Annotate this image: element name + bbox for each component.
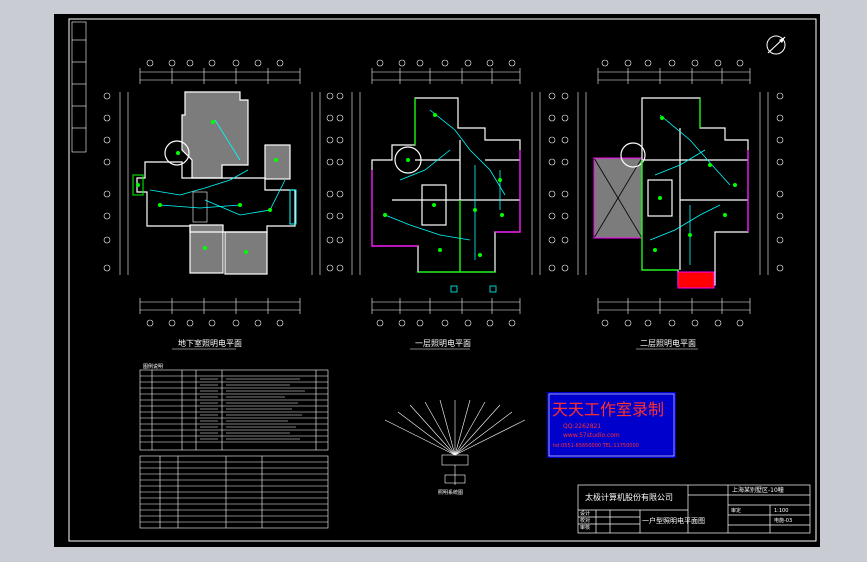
plan-second-roof bbox=[593, 157, 643, 239]
north-arrow-icon bbox=[766, 35, 786, 55]
plan-basement-dims-bottom bbox=[139, 298, 301, 327]
drawing-name: 一户型照明电平面图 bbox=[642, 516, 705, 525]
stamp-line2: www.57studio.com bbox=[563, 432, 620, 439]
revision-column bbox=[71, 21, 87, 153]
cable-table bbox=[139, 455, 329, 529]
plan-second-red-room bbox=[677, 271, 715, 289]
plan-ground-title: 一层照明电平面 bbox=[415, 338, 471, 348]
project-name: 上海某别墅区-10幢 bbox=[732, 486, 784, 494]
plan-basement-title: 地下室照明电平面 bbox=[178, 338, 242, 348]
plan-second-colored-walls bbox=[641, 98, 749, 271]
plan-ground-fixtures bbox=[383, 113, 504, 257]
riser-diagram bbox=[384, 399, 526, 485]
sheet-border bbox=[68, 18, 817, 542]
row-label-design: 设计 bbox=[580, 510, 590, 517]
plan-second-dims-bottom bbox=[597, 298, 751, 327]
row-label-review: 审核 bbox=[580, 524, 590, 531]
plan-ground-dims-bottom bbox=[371, 298, 521, 327]
stamp-title: 天天工作室录制 bbox=[552, 400, 664, 419]
plan-second-title: 二层照明电平面 bbox=[640, 338, 696, 348]
legend-table bbox=[139, 369, 329, 451]
title-block bbox=[577, 484, 811, 534]
plan-second-round-balcony bbox=[620, 142, 646, 168]
plan-ground-entry-marker bbox=[450, 285, 458, 293]
plan-second-dims-right bbox=[759, 92, 784, 275]
plan-basement-fixtures bbox=[136, 120, 278, 254]
plan-second-wiring bbox=[649, 114, 731, 265]
plan-second-floor: 二层照明电平面 bbox=[561, 59, 784, 350]
row-label-check: 校对 bbox=[580, 517, 590, 524]
sheet-number: 电施-03 bbox=[774, 517, 792, 524]
plan-ground-entry-marker-2 bbox=[489, 285, 497, 293]
row-label-approve: 审定 bbox=[731, 507, 741, 514]
legend-table-entries bbox=[200, 378, 305, 440]
plan-ground-dims-left bbox=[336, 92, 361, 275]
plan-basement-axis-bubbles-top bbox=[146, 59, 284, 67]
plan-ground-floor: 一层照明电平面 bbox=[336, 59, 556, 350]
plan-basement-dims-left bbox=[103, 92, 129, 275]
plan-ground-wiring bbox=[384, 109, 506, 260]
plan-basement-dims-right bbox=[311, 92, 334, 275]
company-name: 太极计算机股份有限公司 bbox=[585, 492, 673, 502]
plan-ground-colored-walls bbox=[371, 98, 521, 273]
plan-ground-dims-right bbox=[531, 92, 556, 275]
plan-basement-rooms bbox=[132, 91, 297, 275]
plan-basement: 地下室照明电平面 bbox=[103, 59, 334, 350]
stamp-line3: tel:0551-65650000 TEL:11750000 bbox=[553, 443, 639, 449]
plan-basement-dims-top bbox=[139, 68, 301, 84]
plan-second-fixtures bbox=[653, 116, 737, 252]
stamp-line1: QQ:2262821 bbox=[563, 423, 601, 430]
watermark-stamp: 天天工作室录制 QQ:2262821 www.57studio.com tel:… bbox=[547, 392, 676, 458]
scale-value: 1:100 bbox=[774, 508, 788, 514]
plan-second-dims-left bbox=[561, 92, 587, 275]
riser-label: 照明系统图 bbox=[438, 489, 463, 496]
plan-ground-dims-top bbox=[371, 59, 521, 84]
plan-second-dims-top bbox=[597, 59, 751, 84]
plan-basement-wiring bbox=[149, 119, 286, 216]
legend-heading: 图例说明 bbox=[143, 363, 163, 370]
